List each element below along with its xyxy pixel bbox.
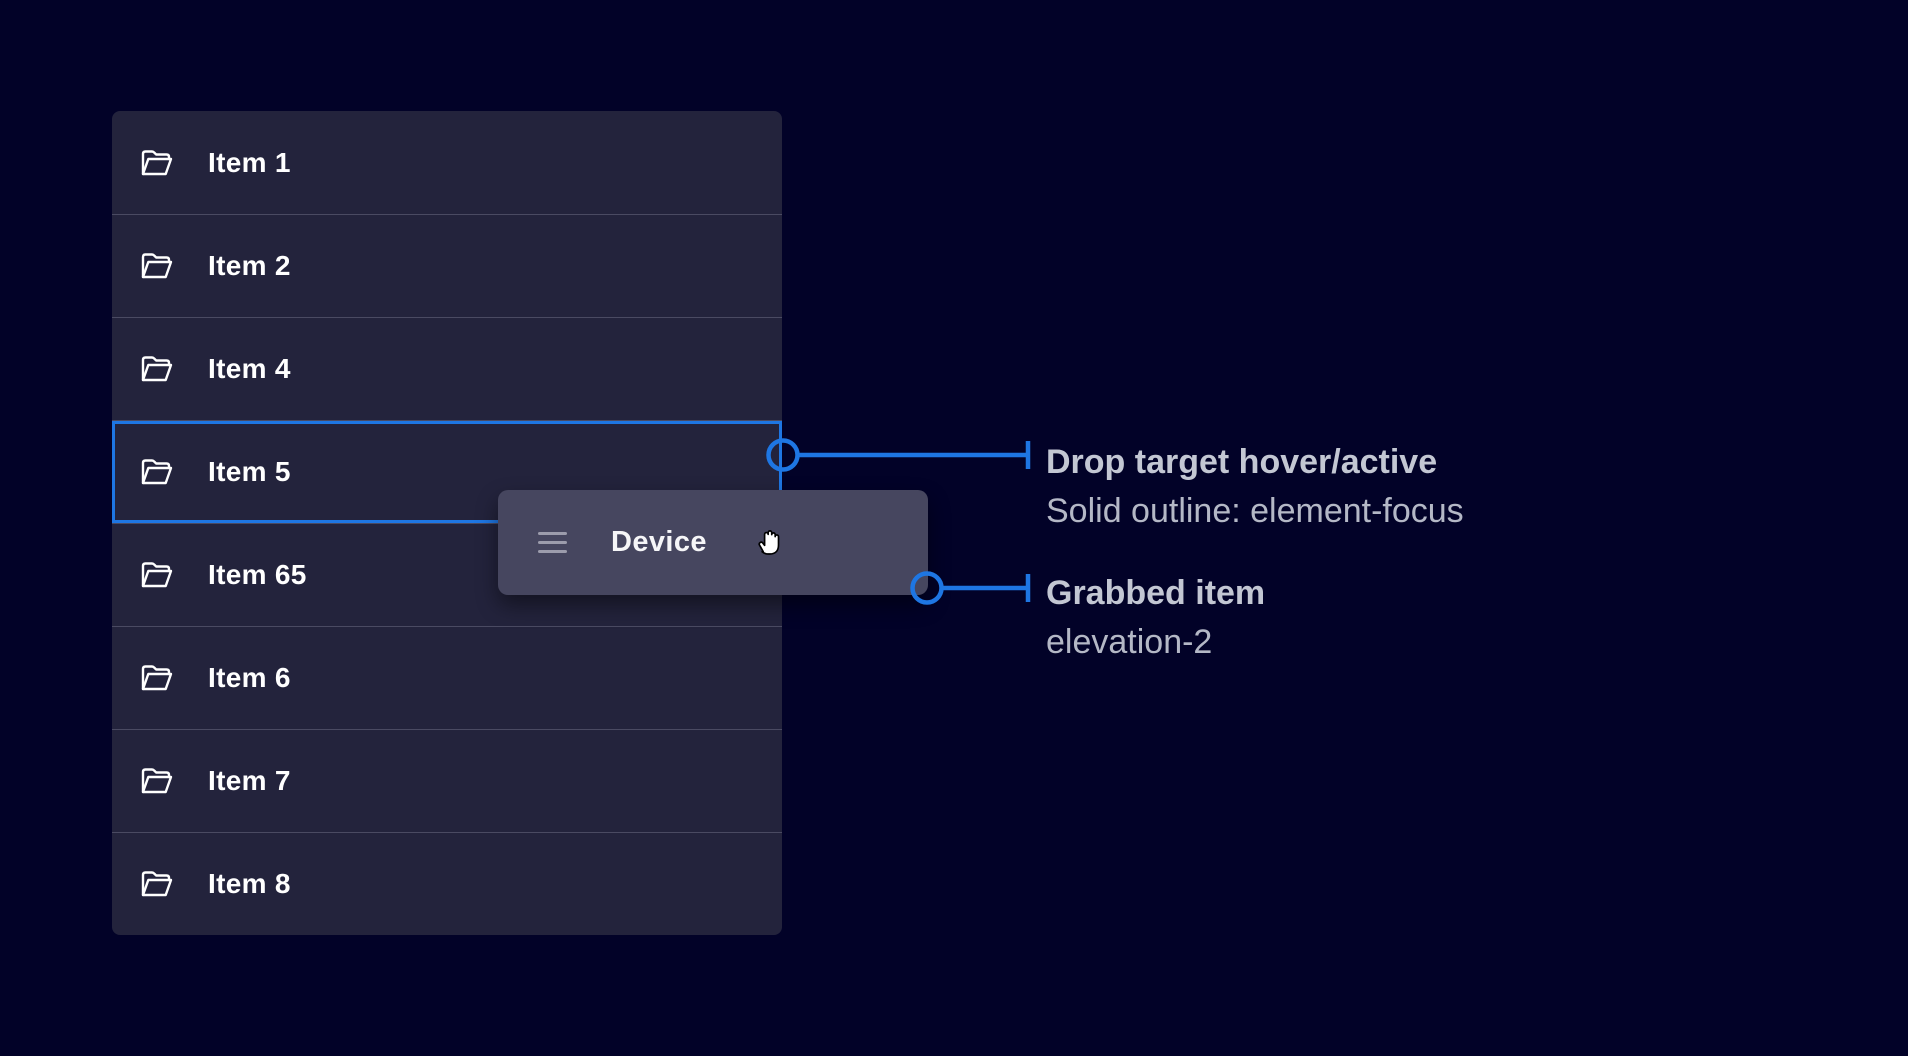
- folder-open-icon: [141, 562, 173, 588]
- list-item-label: Item 1: [208, 146, 291, 178]
- folder-open-icon: [141, 665, 173, 691]
- folder-open-icon: [141, 356, 173, 382]
- list-item[interactable]: Item 8: [112, 832, 782, 935]
- grab-cursor-icon: [758, 530, 780, 555]
- folder-open-icon: [141, 459, 173, 485]
- list-item-label: Item 5: [208, 456, 291, 487]
- list-item[interactable]: Item 65: [112, 523, 782, 626]
- list-item-label: Item 2: [208, 250, 291, 281]
- folder-open-icon: [141, 253, 173, 279]
- annotation-subtitle: Solid outline: element-focus: [1046, 492, 1464, 530]
- annotation-drop-target: Drop target hover/active Solid outline: …: [1046, 438, 1464, 536]
- folder-open-icon: [141, 871, 173, 897]
- list-item[interactable]: Item 4: [112, 317, 782, 420]
- list-item[interactable]: Item 2: [112, 214, 782, 317]
- grabbed-item-card[interactable]: Device: [498, 490, 928, 595]
- drag-handle-icon[interactable]: [538, 532, 567, 553]
- list-item-label: Item 6: [208, 662, 291, 693]
- list-item[interactable]: Item 6: [112, 626, 782, 729]
- list-item-label: Item 8: [208, 868, 291, 899]
- annotation-title: Drop target hover/active: [1046, 443, 1438, 481]
- list-item-label: Item 7: [208, 765, 291, 796]
- list-item[interactable]: Item 7: [112, 729, 782, 832]
- list-item-label: Item 65: [208, 559, 307, 590]
- annotation-subtitle: elevation-2: [1046, 623, 1213, 661]
- list-item-label: Item 4: [208, 353, 291, 384]
- annotation-title: Grabbed item: [1046, 574, 1266, 612]
- folder-open-icon: [141, 768, 173, 794]
- annotation-grabbed-item: Grabbed item elevation-2: [1046, 569, 1265, 667]
- folder-open-icon: [141, 149, 173, 175]
- list-item[interactable]: Item 1: [112, 111, 782, 214]
- list-item-drop-target[interactable]: Item 5: [112, 420, 782, 523]
- drag-card-label: Device: [611, 526, 707, 558]
